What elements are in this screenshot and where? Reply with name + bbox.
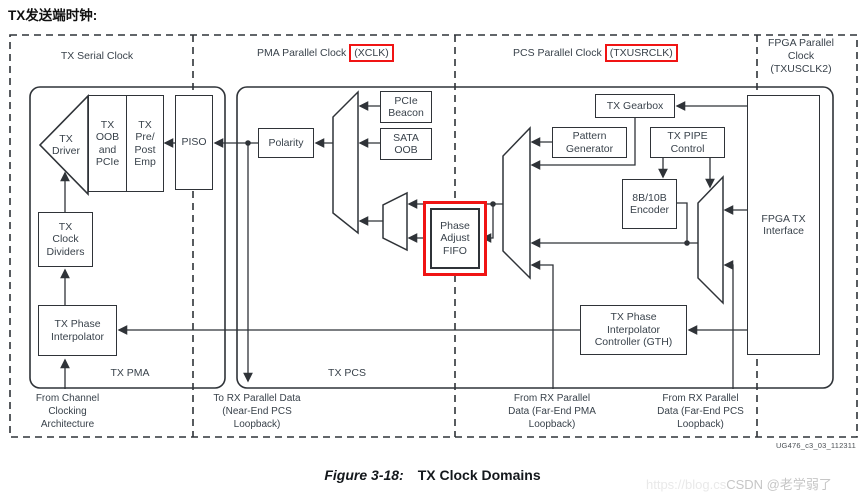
watermark: https://blog.csCSDN @老学弱了: [646, 474, 832, 493]
figure-caption: Figure 3-18: TX Clock Domains: [0, 467, 865, 483]
txusrclk-highlight-box: (TXUSRCLK): [604, 44, 678, 62]
tx-pcs-block-outline: [236, 86, 834, 389]
polarity-box: Polarity: [258, 128, 314, 158]
tx-driver-label: TX Driver: [52, 132, 80, 157]
to-rx-near-end-label: To RX Parallel Data (Near-End PCS Loopba…: [213, 393, 301, 431]
phase-adjust-fifo-box: Phase Adjust FIFO: [430, 208, 480, 269]
tx-pma-region-label: TX PMA: [110, 366, 150, 379]
tx-pre-post-emp-box: TX Pre/ Post Emp: [126, 95, 164, 192]
header-fpga-parallel-clock: FPGA Parallel Clock (TXUSCLK2): [768, 37, 834, 76]
tx-clock-dividers-box: TX Clock Dividers: [38, 212, 93, 267]
header-pcs-parallel-clock: PCS Parallel Clock (TXUSRCLK): [513, 44, 678, 62]
pcs-datapath-mux: [502, 126, 531, 280]
doc-reference: UG476_c3_03_112311: [775, 441, 856, 450]
header-pma-text: PMA Parallel Clock: [257, 47, 347, 59]
pma-output-mux: [332, 90, 359, 235]
from-rx-far-end-pma-label: From RX Parallel Data (Far-End PMA Loopb…: [508, 393, 596, 431]
tx-pcs-region-label: TX PCS: [328, 366, 366, 379]
figure-number: Figure 3-18:: [324, 467, 404, 483]
tx-oob-pcie-box: TX OOB and PCIe: [88, 95, 127, 192]
from-rx-far-end-pcs-label: From RX Parallel Data (Far-End PCS Loopb…: [657, 393, 744, 431]
wire-far-end-pcs-loopback: [723, 260, 734, 389]
pattern-generator-box: Pattern Generator: [552, 127, 627, 158]
junction-dot: [490, 201, 496, 207]
wire-encoder-out: [677, 202, 688, 243]
tx-pma-block-outline: [29, 86, 226, 389]
junction-dot: [684, 240, 690, 246]
tx-pi-controller-box: TX Phase Interpolator Controller (GTH): [580, 305, 687, 355]
wire-gearbox-to-pcsmux: [530, 118, 636, 170]
tx-phase-interpolator-box: TX Phase Interpolator: [38, 305, 117, 356]
pipe-mux: [697, 175, 724, 305]
page-title: TX发送端时钟:: [8, 8, 98, 23]
from-channel-clocking-label: From Channel Clocking Architecture: [35, 393, 100, 431]
outer-dashed-border: [9, 34, 858, 438]
diagram-wiring: [9, 34, 858, 438]
fifo-bypass-mux: [382, 191, 408, 252]
header-pcs-text: PCS Parallel Clock: [513, 47, 602, 59]
watermark-url: https://blog.cs: [646, 477, 727, 492]
junction-dot: [245, 140, 251, 146]
figure-title: TX Clock Domains: [417, 467, 541, 483]
header-pma-parallel-clock: PMA Parallel Clock (XCLK): [257, 44, 394, 62]
watermark-credit: CSDN @老学弱了: [726, 477, 832, 492]
wire-far-end-pma-loopback: [530, 260, 554, 389]
tx-gearbox-box: TX Gearbox: [595, 94, 675, 118]
encoder-8b10b-box: 8B/10B Encoder: [622, 179, 677, 229]
pcie-beacon-box: PCIe Beacon: [380, 91, 432, 123]
sata-oob-box: SATA OOB: [380, 128, 432, 160]
fpga-tx-interface-box: FPGA TX Interface: [747, 95, 820, 355]
xclk-highlight-box: (XCLK): [349, 44, 394, 62]
header-tx-serial-clock: TX Serial Clock: [60, 50, 134, 62]
tx-pipe-control-box: TX PIPE Control: [650, 127, 725, 158]
piso-box: PISO: [175, 95, 213, 190]
